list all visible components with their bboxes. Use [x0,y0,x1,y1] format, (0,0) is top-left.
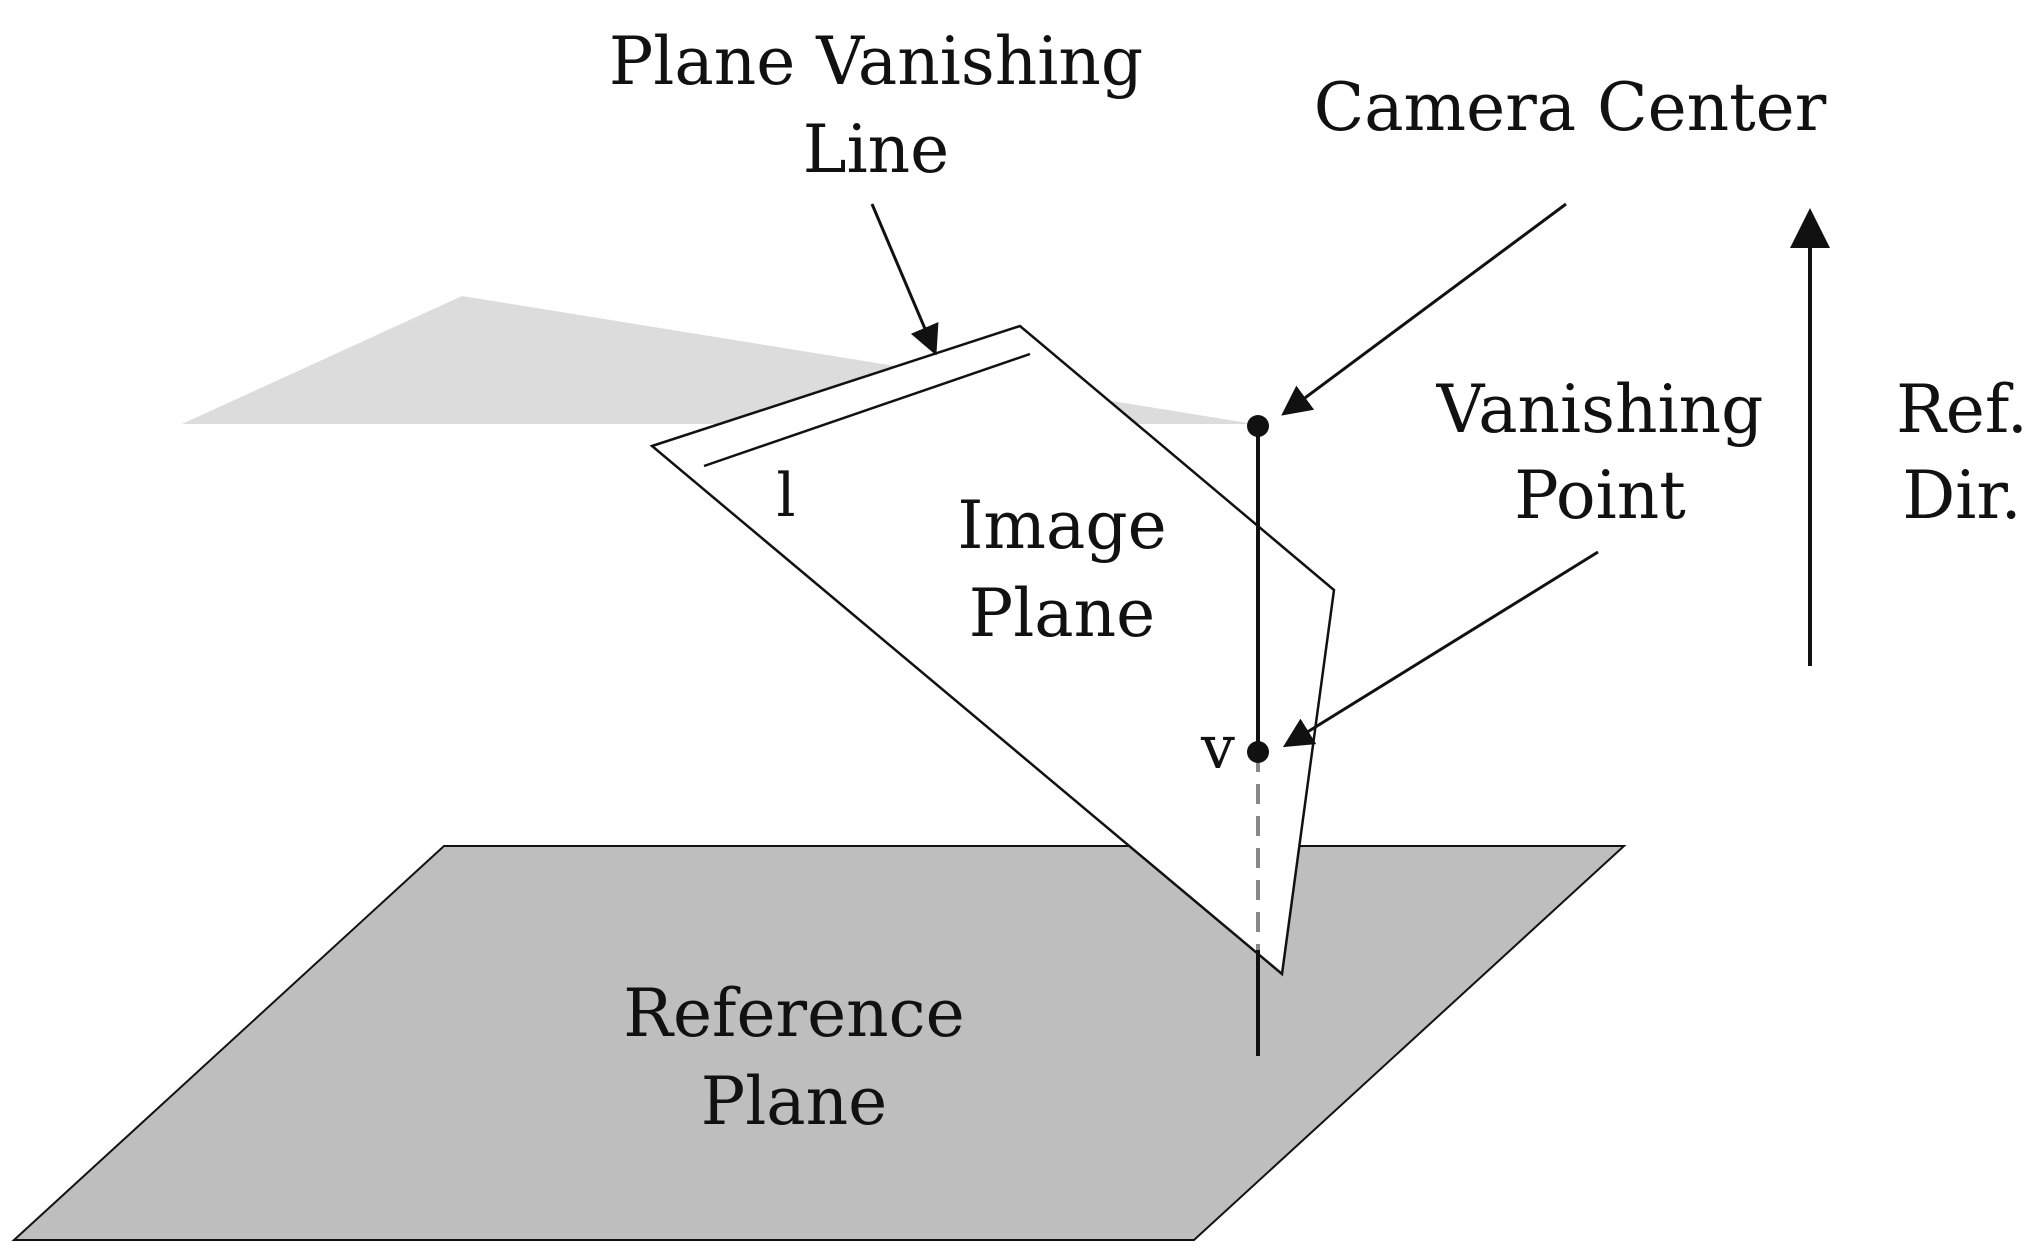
vanishing-point-label-line1: Vanishing [1436,371,1764,448]
image-plane [649,324,1336,977]
line-symbol-label: l [776,461,795,531]
vanishing-point-arrow [1282,550,1599,748]
ref-dir-label-line2: Dir. [1902,457,2021,534]
camera-center-point [1247,415,1269,437]
camera-center-label: Camera Center [1314,69,1827,146]
image-plane-label-line1: Image [957,487,1166,564]
plane-vanishing-line [703,352,1031,468]
image-plane-label-line2: Plane [969,575,1155,652]
ref-dir-label-line1: Ref. [1896,371,2028,448]
plane-vanishing-line-arrow [870,203,939,356]
vanishing-point-dot [1247,741,1269,763]
point-symbol-label: v [1200,713,1235,783]
camera-center-arrow [1281,202,1567,416]
plane-vanishing-line-label-line1: Plane Vanishing [609,23,1143,100]
reference-plane-label-line1: Reference [623,975,964,1052]
vanishing-point-label-line2: Point [1514,457,1686,534]
reference-plane-label-line2: Plane [701,1063,887,1140]
plane-vanishing-line-label-line2: Line [803,111,950,188]
